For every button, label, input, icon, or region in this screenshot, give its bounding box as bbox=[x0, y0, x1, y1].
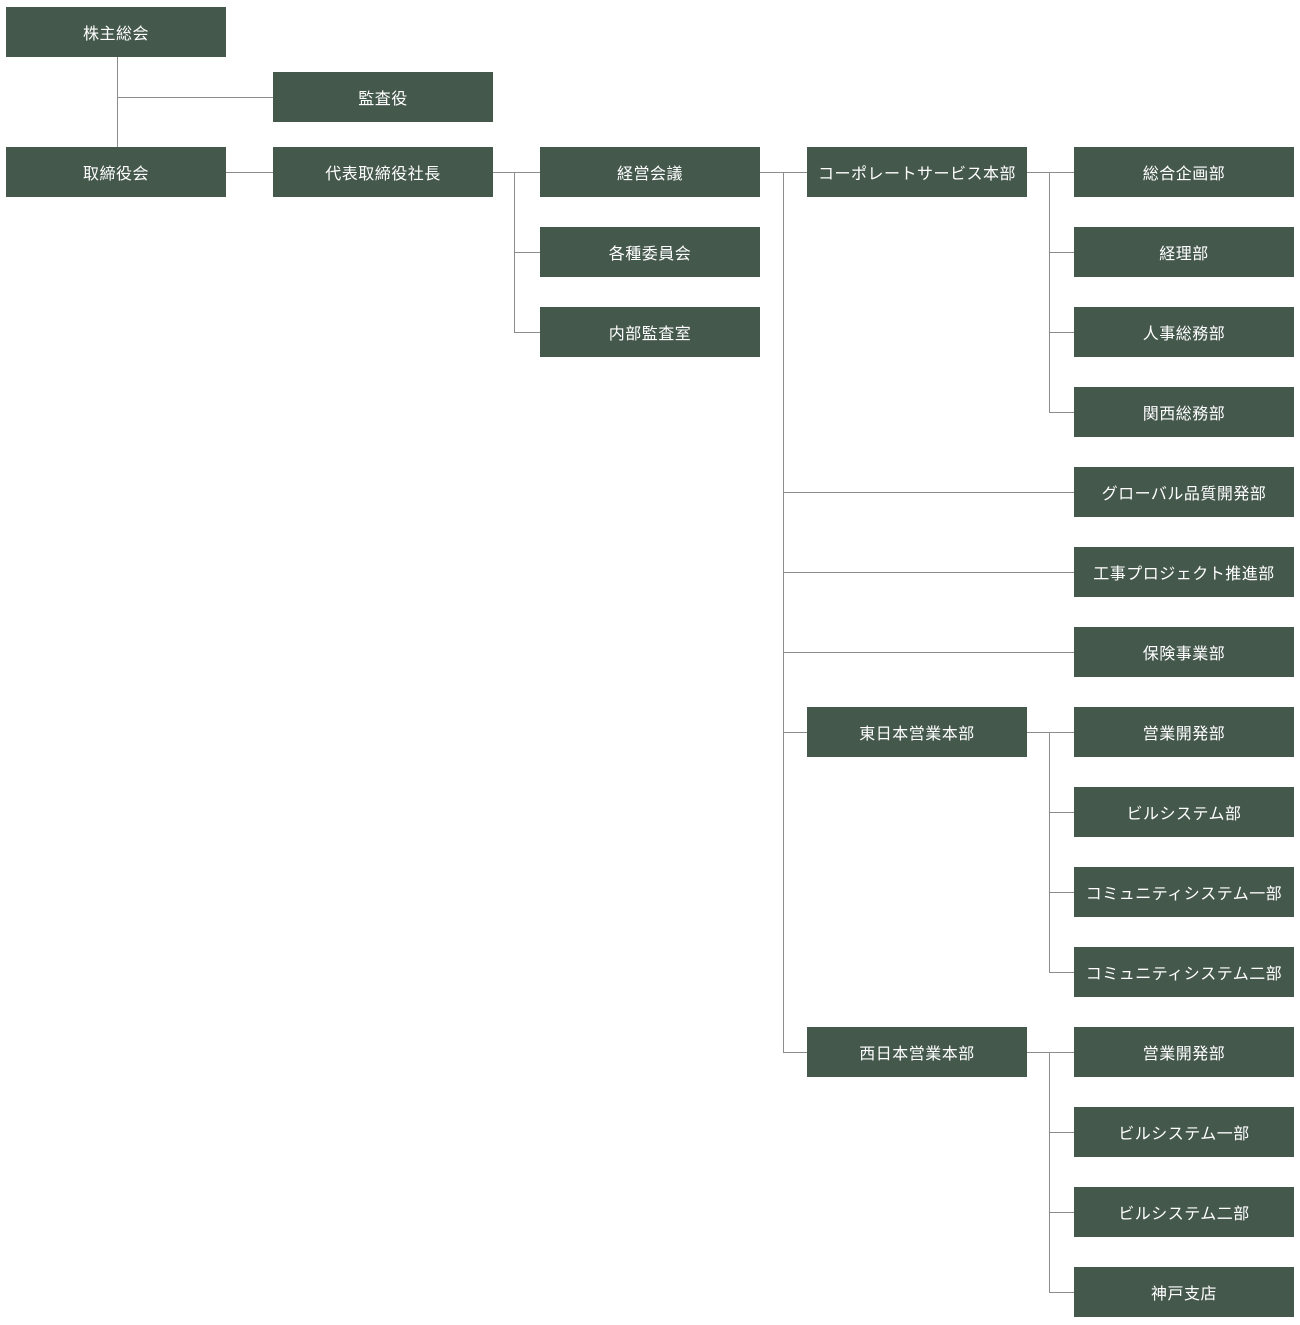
node-insurance: 保険事業部 bbox=[1074, 627, 1294, 677]
node-community-system-2: コミュニティシステム二部 bbox=[1074, 947, 1294, 997]
node-west-building-system-2: ビルシステム二部 bbox=[1074, 1187, 1294, 1237]
node-construction-project: 工事プロジェクト推進部 bbox=[1074, 547, 1294, 597]
node-kansai-general-affairs: 関西総務部 bbox=[1074, 387, 1294, 437]
node-auditor: 監査役 bbox=[273, 72, 493, 122]
node-internal-audit: 内部監査室 bbox=[540, 307, 760, 357]
node-global-quality: グローバル品質開発部 bbox=[1074, 467, 1294, 517]
node-committees: 各種委員会 bbox=[540, 227, 760, 277]
node-corporate-services: コーポレートサービス本部 bbox=[807, 147, 1027, 197]
node-east-japan-sales: 東日本営業本部 bbox=[807, 707, 1027, 757]
node-hr-general-affairs: 人事総務部 bbox=[1074, 307, 1294, 357]
node-west-japan-sales: 西日本営業本部 bbox=[807, 1027, 1027, 1077]
node-shareholders-meeting: 株主総会 bbox=[6, 7, 226, 57]
node-west-building-system-1: ビルシステム一部 bbox=[1074, 1107, 1294, 1157]
node-east-building-system: ビルシステム部 bbox=[1074, 787, 1294, 837]
node-community-system-1: コミュニティシステム一部 bbox=[1074, 867, 1294, 917]
node-board-of-directors: 取締役会 bbox=[6, 147, 226, 197]
node-west-sales-development: 営業開発部 bbox=[1074, 1027, 1294, 1077]
node-east-sales-development: 営業開発部 bbox=[1074, 707, 1294, 757]
node-accounting: 経理部 bbox=[1074, 227, 1294, 277]
node-kobe-branch: 神戸支店 bbox=[1074, 1267, 1294, 1317]
node-management-meeting: 経営会議 bbox=[540, 147, 760, 197]
node-president: 代表取締役社長 bbox=[273, 147, 493, 197]
node-general-planning: 総合企画部 bbox=[1074, 147, 1294, 197]
